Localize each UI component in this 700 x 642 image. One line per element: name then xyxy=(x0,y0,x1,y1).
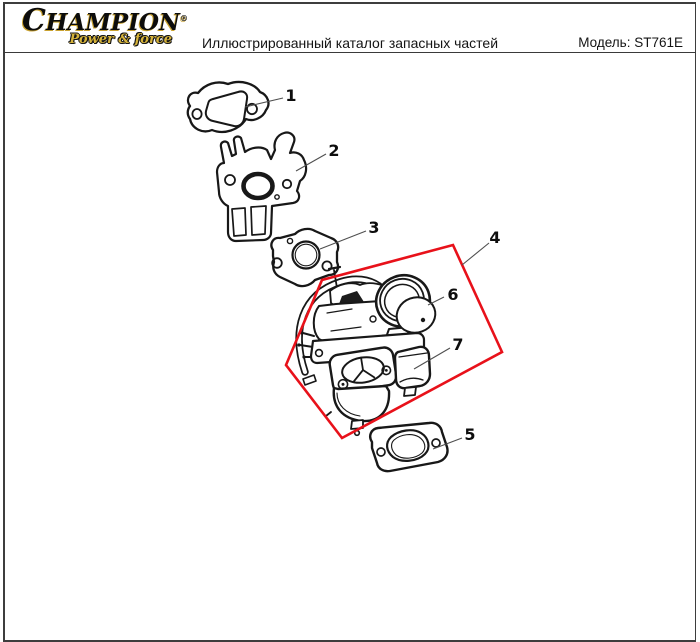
header-divider xyxy=(3,52,696,53)
callout-6: 6 xyxy=(447,285,458,304)
registered-trademark: ® xyxy=(180,13,189,23)
exploded-view-diagram: 1 2 3 4 5 6 7 xyxy=(186,80,504,473)
callout-3: 3 xyxy=(368,218,379,237)
leader-4 xyxy=(461,242,490,266)
part-3-gasket xyxy=(270,227,340,288)
leader-1 xyxy=(244,97,284,108)
champion-logo: CHAMPION® Power & force xyxy=(22,5,188,47)
leader-3 xyxy=(319,230,367,250)
callout-2: 2 xyxy=(328,141,339,160)
callout-4: 4 xyxy=(489,228,500,247)
callout-5: 5 xyxy=(464,425,475,444)
part-4-highlight-outline xyxy=(284,243,504,440)
part-4-carburetor-assembly xyxy=(295,265,437,437)
callout-labels: 1 2 3 4 5 6 7 xyxy=(285,86,500,444)
model-label: Модель: ST761E xyxy=(578,35,683,50)
callout-7: 7 xyxy=(452,335,463,354)
callout-1: 1 xyxy=(285,86,296,105)
part-2-bracket xyxy=(215,131,308,243)
leader-2 xyxy=(295,153,327,172)
document-title: Иллюстрированный каталог запасных частей xyxy=(201,35,499,51)
part-6-cap xyxy=(374,274,437,334)
leader-6 xyxy=(427,296,445,306)
callout-leader-lines xyxy=(244,97,490,450)
part-1-gasket xyxy=(186,80,270,134)
leader-5 xyxy=(432,437,463,450)
logo-wordmark: CHAMPION® xyxy=(22,5,188,36)
logo-tagline: Power & force xyxy=(69,31,173,47)
part-5-gasket xyxy=(369,421,449,473)
logo-text: CHAMPION xyxy=(22,2,181,38)
leader-7 xyxy=(413,347,451,370)
part-7-valve xyxy=(393,345,432,397)
